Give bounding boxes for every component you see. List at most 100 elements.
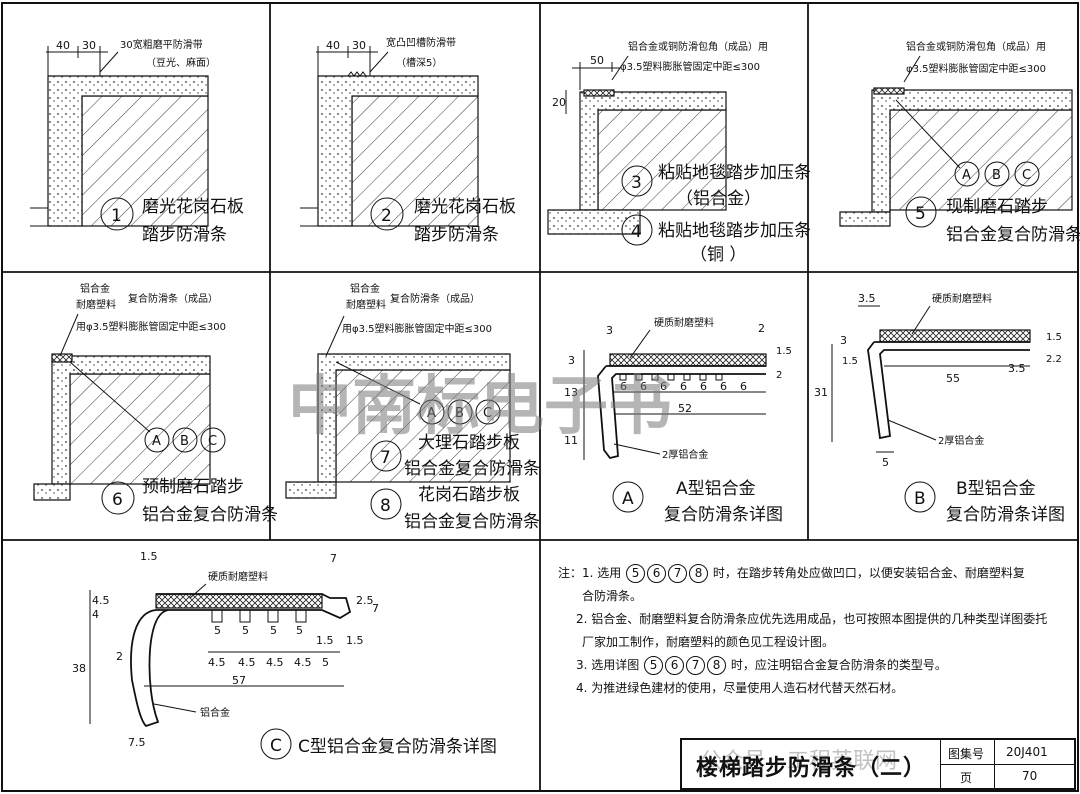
panel-5: 铝合金或铜防滑包角（成品）用 φ3.5塑料膨胀管固定中距≤300 A B C 5… <box>839 40 1080 245</box>
pb-dim-2-2: 2.2 <box>1046 354 1062 365</box>
p6-callout-c: 复合防滑条（成品） <box>128 292 218 305</box>
p3-dim-20: 20 <box>552 96 566 109</box>
p1-caption-2: 踏步防滑条 <box>142 225 227 245</box>
note-1-prefix: 注：1. 选用 <box>558 566 622 580</box>
p6-caption-1: 预制磨石踏步 <box>142 477 244 497</box>
pc-dim-5c: 5 <box>270 624 277 637</box>
pa-caption-2: 复合防滑条详图 <box>664 505 783 525</box>
p4-caption-1: 粘贴地毯踏步加压条 <box>658 221 811 241</box>
p3-callout-2: φ3.5塑料膨胀管固定中距≤300 <box>620 60 760 73</box>
pa-dim-6g: 6 <box>740 380 747 393</box>
p7-number: 7 <box>380 448 391 468</box>
watermark-sub: 公众号 · 工程英联网 <box>700 749 897 774</box>
p3-caption-1: 粘贴地毯踏步加压条 <box>658 163 811 183</box>
atlas-no: 20J401 <box>1006 745 1048 759</box>
pa-dim-6b: 6 <box>640 380 647 393</box>
note-3-text: 时，应注明铝合金复合防滑条的类型号。 <box>730 658 947 672</box>
panel-detail-b: 3.5 硬质耐磨塑料 3 1.5 1.5 55 3.5 2.2 31 5 2厚铝… <box>814 292 1065 525</box>
note-3-tag: 8 <box>707 656 727 675</box>
pa-dim-1-5: 1.5 <box>776 346 792 357</box>
pb-dim-3-5: 3.5 <box>858 292 876 305</box>
p1-callout-2: （豆光、麻面） <box>146 56 216 69</box>
sheet-title: 楼梯踏步防滑条（二） <box>696 756 927 781</box>
pa-dim-6a: 6 <box>620 380 627 393</box>
pc-caption: C型铝合金复合防滑条详图 <box>298 737 497 757</box>
note-3-tag: 5 <box>644 656 664 675</box>
panel-7-8: 铝合金 耐磨塑料 复合防滑条（成品） 用φ3.5塑料膨胀管固定中距≤300 A … <box>285 282 540 532</box>
pb-dim-31: 31 <box>814 386 828 399</box>
pc-dim-7-5: 7.5 <box>128 736 146 749</box>
pc-dim-5d: 5 <box>296 624 303 637</box>
pb-caption-2: 复合防滑条详图 <box>946 505 1065 525</box>
pa-tag: A <box>622 489 634 509</box>
p1-number: 1 <box>111 206 122 226</box>
p6-callout-a: 铝合金 <box>80 282 110 295</box>
p2-callout-2: （槽深5） <box>396 56 442 69</box>
p7-callout-a: 铝合金 <box>350 282 380 295</box>
pc-alu: 铝合金 <box>200 706 230 719</box>
p6-caption-2: 铝合金复合防滑条 <box>142 505 278 525</box>
pc-dim-1-5c: 1.5 <box>346 634 364 647</box>
pb-dim-1-5: 1.5 <box>842 356 858 367</box>
pb-label: 硬质耐磨塑料 <box>932 292 992 305</box>
note-2-cont: 厂家加工制作，耐磨塑料的颜色见工程设计图。 <box>582 635 835 649</box>
pc-dim-5e: 5 <box>322 656 329 669</box>
pc-dim-4-5: 4.5 <box>92 594 110 607</box>
note-3-prefix: 3. 选用详图 <box>576 658 640 672</box>
p2-number: 2 <box>381 206 392 226</box>
page-number: 70 <box>1022 769 1038 783</box>
p5-callout: 铝合金或铜防滑包角（成品）用 <box>906 40 1046 53</box>
pc-dim-4-5d: 4.5 <box>294 656 312 669</box>
pb-dim-55: 55 <box>946 372 960 385</box>
note-1-cont: 合防滑条。 <box>582 589 643 603</box>
p8-caption-2: 铝合金复合防滑条 <box>404 512 540 532</box>
panel-detail-a: 硬质耐磨塑料 3 2 1.5 2 3 13 11 6 6 6 6 6 6 6 5… <box>564 316 792 525</box>
pb-dim-5: 5 <box>882 456 889 469</box>
pc-dim-38: 38 <box>72 662 86 675</box>
note-1-text: 时，在踏步转角处应做凹口，以便安装铝合金、耐磨塑料复 <box>712 566 1025 580</box>
p6-callout-2: 用φ3.5塑料膨胀管固定中距≤300 <box>76 320 226 333</box>
title-block: 楼梯踏步防滑条（二） 图集号 20J401 页 70 <box>680 738 1076 790</box>
p7-tag-a: A <box>427 406 436 421</box>
p8-caption-1: 花岗石踏步板 <box>418 485 520 505</box>
p5-number: 5 <box>915 204 926 224</box>
p6-callout-b: 耐磨塑料 <box>76 298 116 311</box>
pc-dim-2: 2 <box>116 650 123 663</box>
pa-label: 硬质耐磨塑料 <box>654 316 714 329</box>
pa-dim-3b: 3 <box>568 354 575 367</box>
p5-tag-b: B <box>992 168 1001 183</box>
p3-number: 3 <box>631 173 642 193</box>
pb-dim-1-5b: 1.5 <box>1046 332 1062 343</box>
panel-1: 40 30 30宽粗磨平防滑带 （豆光、麻面） 1 磨光花岗石板 踏步防滑条 <box>30 38 244 245</box>
pc-dim-57: 57 <box>232 674 246 687</box>
page-label: 页 <box>960 771 973 785</box>
panel-detail-c: 1.5 7 硬质耐磨塑料 4.5 4 2.5 7 38 2 5 5 5 5 1.… <box>72 550 497 760</box>
p5-tag-c: C <box>1022 168 1031 183</box>
note-3-tag: 7 <box>686 656 706 675</box>
panel-3-4: 50 20 铝合金或铜防滑包角（成品）用 φ3.5塑料膨胀管固定中距≤300 3… <box>547 40 811 265</box>
pc-dim-7b: 7 <box>372 602 379 615</box>
pc-dim-1-5b: 1.5 <box>316 634 334 647</box>
pc-tag: C <box>270 736 282 756</box>
pa-caption-1: A型铝合金 <box>676 479 756 499</box>
pc-dim-4-5b: 4.5 <box>238 656 256 669</box>
p1-caption-1: 磨光花岗石板 <box>142 197 244 217</box>
p1-dim-30: 30 <box>82 39 96 52</box>
p8-number: 8 <box>380 496 391 516</box>
pa-alu: 2厚铝合金 <box>662 448 708 461</box>
p7-callout-b: 耐磨塑料 <box>346 298 386 311</box>
pc-dim-4-5a: 4.5 <box>208 656 226 669</box>
pc-dim-4: 4 <box>92 608 99 621</box>
p7-caption-1: 大理石踏步板 <box>418 433 520 453</box>
p2-callout: 宽凸凹槽防滑带 <box>386 36 456 49</box>
p2-caption-2: 踏步防滑条 <box>414 225 499 245</box>
pb-dim-3-5b: 3.5 <box>1008 362 1026 375</box>
pa-dim-6f: 6 <box>720 380 727 393</box>
pa-dim-52: 52 <box>678 402 692 415</box>
p3-callout: 铝合金或铜防滑包角（成品）用 <box>628 40 768 53</box>
p5-callout-2: φ3.5塑料膨胀管固定中距≤300 <box>906 62 1046 75</box>
p3-dim-50: 50 <box>590 54 604 67</box>
pb-alu: 2厚铝合金 <box>938 434 984 447</box>
